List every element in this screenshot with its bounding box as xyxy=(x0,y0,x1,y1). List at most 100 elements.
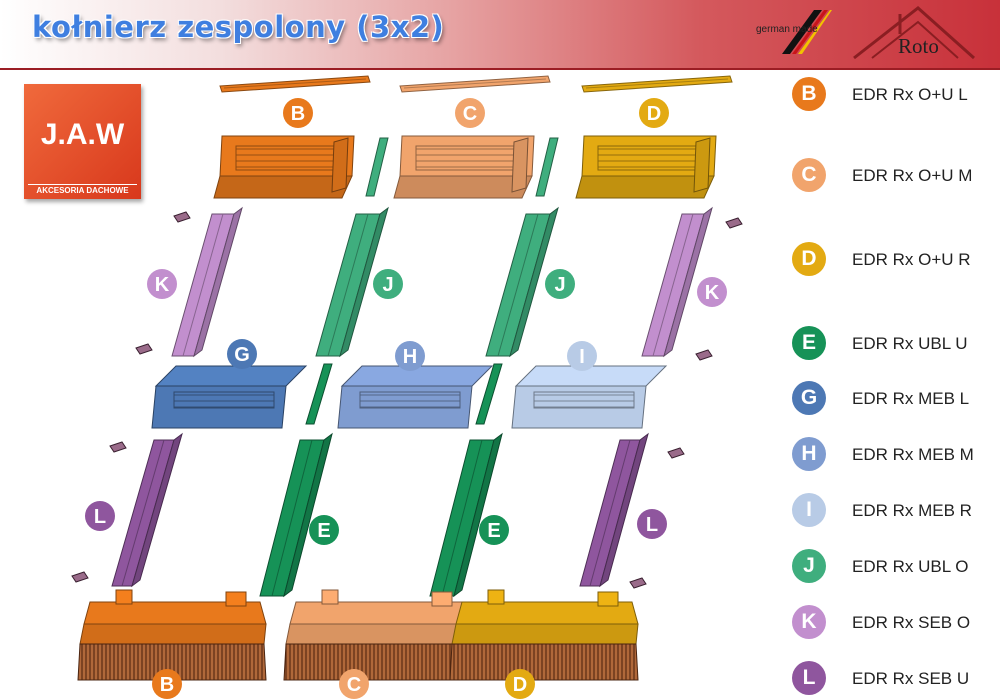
svg-text:E: E xyxy=(317,520,330,542)
narrow-strip-j-right xyxy=(535,137,559,197)
top-strip-d xyxy=(581,75,733,93)
clip-bracket-7 xyxy=(667,447,685,459)
middle-collar-g xyxy=(151,365,308,429)
side-piece-k-left xyxy=(171,206,243,358)
jaw-logo: J.A.W AKCESORIA DACHOWE xyxy=(24,84,141,199)
diagram-label-h-9: H xyxy=(395,341,425,371)
clip-bracket-3 xyxy=(109,441,127,453)
narrow-strip-e-left xyxy=(305,363,333,425)
diagram-label-b-1: B xyxy=(283,98,313,128)
legend-item-c: C EDR Rx O+U M xyxy=(790,158,1000,194)
legend-badge: G xyxy=(792,381,826,415)
svg-text:D: D xyxy=(513,674,527,696)
legend-item-i: I EDR Rx MEB R xyxy=(790,493,1000,529)
side-piece-k-right xyxy=(641,206,713,358)
legend-label: EDR Rx MEB M xyxy=(852,445,974,464)
legend-badge: E xyxy=(792,326,826,360)
legend-badge: L xyxy=(792,661,826,695)
roto-roof-logo xyxy=(853,6,975,60)
diagram-label-c-2: C xyxy=(455,98,485,128)
legend-label: EDR Rx MEB R xyxy=(852,501,972,520)
narrow-strip-j-left xyxy=(365,137,389,197)
diagram-label-d-3: D xyxy=(639,98,669,128)
svg-text:J: J xyxy=(382,274,393,296)
bottom-apron-b xyxy=(77,589,267,681)
svg-text:L: L xyxy=(646,514,658,536)
svg-text:H: H xyxy=(403,346,417,368)
svg-text:G: G xyxy=(234,344,250,366)
svg-text:I: I xyxy=(579,346,585,368)
svg-text:K: K xyxy=(705,282,720,304)
legend-label: EDR Rx UBL U xyxy=(852,334,968,353)
side-piece-e-left xyxy=(259,432,333,598)
side-piece-l-left xyxy=(111,432,183,588)
diagram-label-i-10: I xyxy=(567,341,597,371)
legend-badge: K xyxy=(792,605,826,639)
jaw-logo-name: J.A.W xyxy=(40,118,125,151)
middle-collar-h xyxy=(337,365,494,429)
diagram-label-k-4: K xyxy=(147,269,177,299)
top-collar-b xyxy=(213,135,355,199)
legend-badge: B xyxy=(792,77,826,111)
legend-item-b: B EDR Rx O+U L xyxy=(790,77,1000,113)
svg-text:E: E xyxy=(487,520,500,542)
legend-badge: H xyxy=(792,437,826,471)
german-made-text: german made xyxy=(756,24,818,35)
svg-text:B: B xyxy=(291,103,305,125)
legend-badge: C xyxy=(792,158,826,192)
clip-bracket-5 xyxy=(725,217,743,229)
svg-text:D: D xyxy=(647,103,661,125)
legend-label: EDR Rx MEB L xyxy=(852,389,970,408)
svg-text:B: B xyxy=(160,674,174,696)
side-piece-j-left xyxy=(315,206,389,358)
roto-text: Roto xyxy=(898,34,939,58)
side-piece-e-right xyxy=(429,432,503,598)
top-strip-b xyxy=(219,75,371,93)
legend-badge: I xyxy=(792,493,826,527)
narrow-strip-e-right xyxy=(475,363,503,425)
legend-label: EDR Rx SEB O xyxy=(852,613,971,632)
header-banner: kołnierz zespolony (3x2) german made Rot… xyxy=(0,0,1000,70)
legend-item-k: K EDR Rx SEB O xyxy=(790,605,1000,641)
clip-bracket-2 xyxy=(135,343,153,355)
legend-label: EDR Rx O+U L xyxy=(852,85,968,104)
legend-label: EDR Rx O+U R xyxy=(852,250,971,269)
side-piece-l-right xyxy=(579,432,649,588)
legend-item-g: G EDR Rx MEB L xyxy=(790,381,1000,417)
side-piece-j-right xyxy=(485,206,559,358)
clip-bracket-8 xyxy=(629,577,647,589)
legend-item-j: J EDR Rx UBL O xyxy=(790,549,1000,585)
diagram-label-l-14: L xyxy=(637,509,667,539)
svg-text:C: C xyxy=(463,103,477,125)
legend-label: EDR Rx UBL O xyxy=(852,557,969,576)
top-collar-d xyxy=(575,135,717,199)
diagram-label-g-8: G xyxy=(227,339,257,369)
bottom-apron-d xyxy=(449,589,639,681)
clip-bracket-4 xyxy=(71,571,89,583)
clip-bracket-1 xyxy=(173,211,191,223)
diagram-label-k-7: K xyxy=(697,277,727,307)
diagram-label-e-12: E xyxy=(309,515,339,545)
svg-text:J: J xyxy=(554,274,565,296)
legend-badge: J xyxy=(792,549,826,583)
legend-label: EDR Rx O+U M xyxy=(852,166,973,185)
diagram-label-j-6: J xyxy=(545,269,575,299)
diagram-label-j-5: J xyxy=(373,269,403,299)
svg-text:C: C xyxy=(347,674,361,696)
diagram-label-c-16: C xyxy=(339,669,369,699)
legend-item-h: H EDR Rx MEB M xyxy=(790,437,1000,473)
legend-item-l: L EDR Rx SEB U xyxy=(790,661,1000,697)
svg-text:L: L xyxy=(94,506,106,528)
bottom-apron-c xyxy=(283,589,473,681)
top-strip-c xyxy=(399,75,551,93)
diagram-label-b-15: B xyxy=(152,669,182,699)
legend-item-e: E EDR Rx UBL U xyxy=(790,326,1000,362)
middle-collar-i xyxy=(511,365,668,429)
legend-label: EDR Rx SEB U xyxy=(852,669,970,688)
diagram-label-l-11: L xyxy=(85,501,115,531)
german-made-logo xyxy=(782,10,832,54)
flashing-exploded-diagram: B C D K J J K G H I L E E L B C D xyxy=(71,75,743,699)
diagram-label-d-17: D xyxy=(505,669,535,699)
